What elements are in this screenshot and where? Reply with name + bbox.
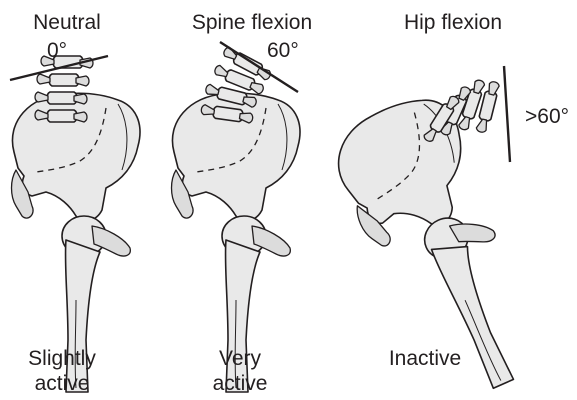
caption-line-1: Inactive: [370, 346, 480, 371]
angle-label-neutral: 0°: [47, 38, 67, 63]
caption-line-2: active: [10, 371, 114, 396]
angle-label-spine-flexion: 60°: [267, 38, 299, 63]
caption-line-1: Slightly: [10, 346, 114, 371]
angle-label-hip-flexion: >60°: [525, 104, 569, 129]
panel-title-neutral: Neutral: [12, 10, 122, 35]
panel-title-hip-flexion: Hip flexion: [378, 10, 528, 35]
caption-neutral: Slightly active: [10, 346, 114, 396]
panel-neutral-skeleton: [10, 56, 140, 392]
panel-spine-flexion-skeleton: [172, 42, 300, 392]
panel-title-spine-flexion: Spine flexion: [172, 10, 332, 35]
caption-spine-flexion: Very active: [188, 346, 292, 396]
caption-hip-flexion: Inactive: [370, 346, 480, 371]
reference-line: [504, 66, 510, 162]
caption-line-2: active: [188, 371, 292, 396]
caption-line-1: Very: [188, 346, 292, 371]
